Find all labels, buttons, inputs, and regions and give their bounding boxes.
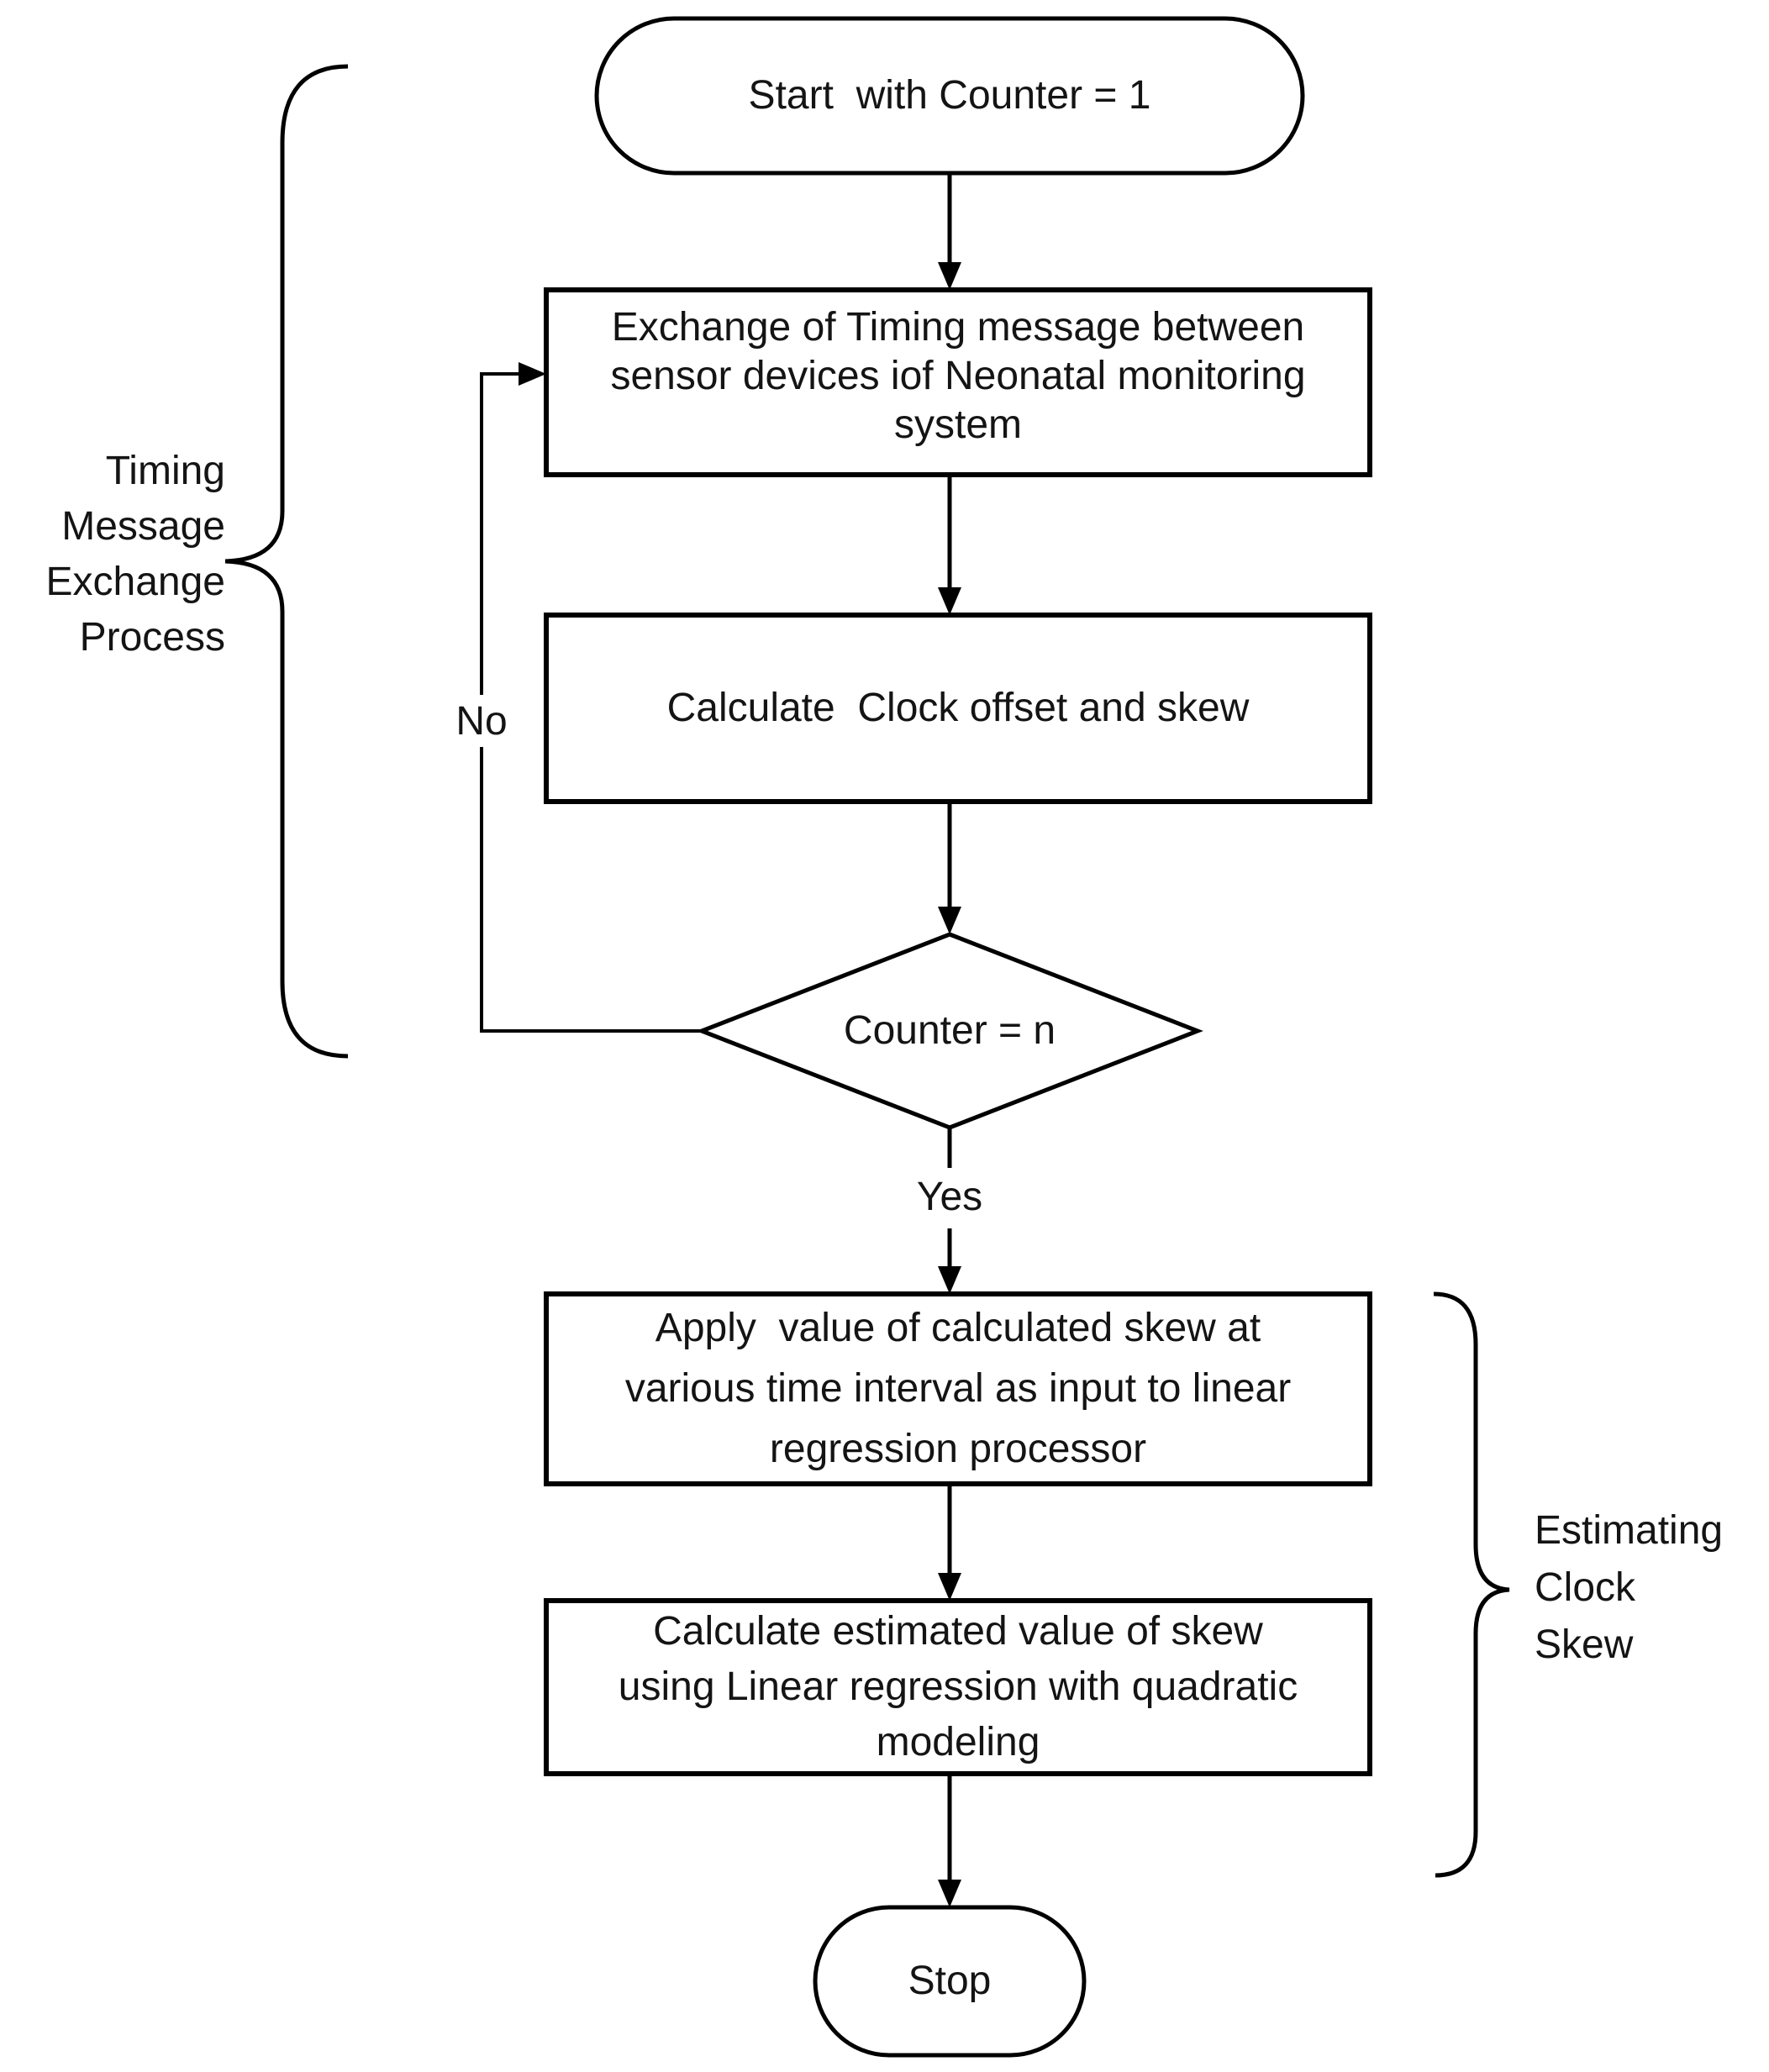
arrowhead-icon xyxy=(938,1573,961,1601)
timing-group-annotation: Timing Message Exchange Process xyxy=(45,449,226,660)
arrowhead-icon xyxy=(519,362,546,386)
start-label: Start with Counter = 1 xyxy=(748,73,1151,118)
arrowhead-icon xyxy=(938,1880,961,1907)
arrowhead-icon xyxy=(938,907,961,934)
yes-edge-label: Yes xyxy=(916,1174,983,1219)
counter-check-label: Counter = n xyxy=(843,1008,1056,1053)
arrowhead-icon xyxy=(938,262,961,290)
calculate-offset-label: Calculate Clock offset and skew xyxy=(666,686,1250,730)
no-edge-label: No xyxy=(431,695,532,747)
process-exchange-box xyxy=(544,287,1372,477)
process-estimate-skew-box xyxy=(544,1598,1372,1776)
arrowhead-icon xyxy=(938,1266,961,1294)
process-calculate-offset-box xyxy=(544,613,1372,804)
right-brace xyxy=(1433,1291,1510,1878)
apply-skew-label: Apply value of calculated skew at variou… xyxy=(624,1306,1292,1471)
stop-label: Stop xyxy=(908,1959,992,2003)
estimating-group-annotation: Estimating Clock Skew xyxy=(1535,1508,1724,1667)
exchange-timing-label: Exchange of Timing message between senso… xyxy=(610,305,1306,447)
stop-terminator-shape xyxy=(813,1905,1087,2058)
estimate-skew-label: Calculate estimated value of skew using … xyxy=(618,1609,1298,1764)
left-brace xyxy=(224,64,349,1059)
arrowhead-icon xyxy=(938,587,961,615)
process-apply-skew-box xyxy=(544,1291,1372,1486)
